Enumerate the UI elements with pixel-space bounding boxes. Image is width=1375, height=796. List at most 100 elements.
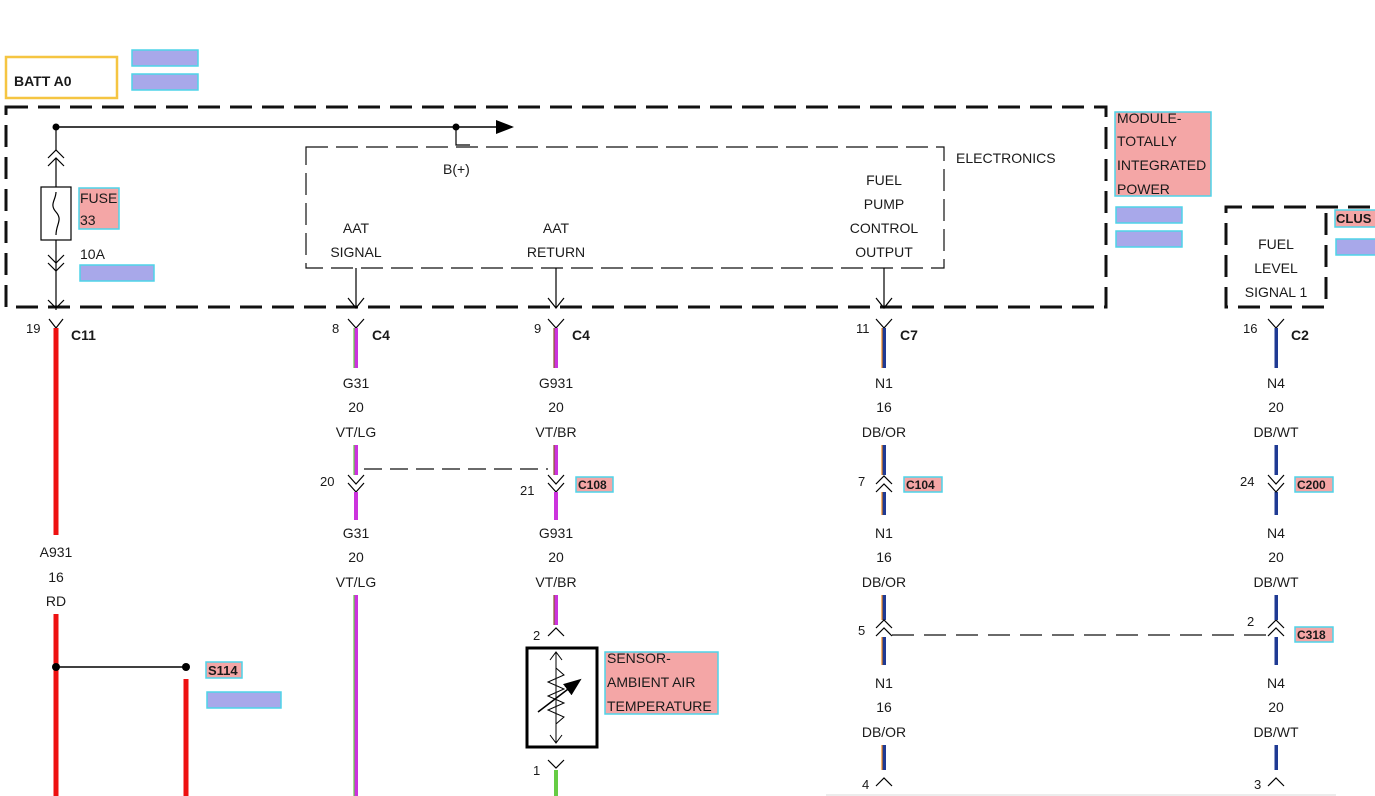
n4-bottom-pin-number: 3 bbox=[1254, 777, 1261, 792]
c11-pin: 19 bbox=[26, 321, 40, 336]
n1-2-label-1: N1 bbox=[875, 525, 893, 541]
module-name-line-3: INTEGRATED bbox=[1117, 157, 1206, 173]
n1-3-label-1: N1 bbox=[875, 675, 893, 691]
n1-1-label-2: 16 bbox=[876, 399, 892, 415]
c11-name: C11 bbox=[71, 327, 96, 343]
c104-hotspot[interactable]: C104 bbox=[903, 476, 943, 493]
sensor-pin-top bbox=[547, 627, 565, 637]
module-name-line-1: MODULE- bbox=[1117, 110, 1182, 126]
c200-name: C200 bbox=[1297, 478, 1326, 492]
wire-g931[interactable] bbox=[553, 328, 558, 625]
a931-label-1: A931 bbox=[40, 544, 73, 560]
n4-3-label-3: DB/WT bbox=[1253, 724, 1299, 740]
n1-1-label-3: DB/OR bbox=[862, 424, 906, 440]
wire-n1[interactable] bbox=[881, 328, 886, 770]
electronics-label: ELECTRONICS bbox=[956, 150, 1056, 166]
fuse-name: FUSE bbox=[80, 190, 117, 206]
c318-hotspot[interactable]: C318 bbox=[1294, 626, 1334, 643]
cluster-pin-label-3: SIGNAL 1 bbox=[1245, 284, 1308, 300]
a931-label-3: RD bbox=[46, 593, 66, 609]
aat-signal-label-1: AAT bbox=[343, 220, 370, 236]
n1-2-label-3: DB/OR bbox=[862, 574, 906, 590]
g931-1-label-3: VT/BR bbox=[535, 424, 576, 440]
c318-pin-right: 2 bbox=[1247, 614, 1254, 629]
c108-pin-left: 20 bbox=[320, 474, 334, 489]
module-link-placeholder-1[interactable] bbox=[1115, 206, 1183, 224]
sensor-name-line-3: TEMPERATURE bbox=[607, 698, 712, 714]
n4-1-label-3: DB/WT bbox=[1253, 424, 1299, 440]
module-name-hotspot[interactable]: MODULE- TOTALLY INTEGRATED POWER bbox=[1114, 110, 1212, 197]
c318-symbols bbox=[875, 619, 1285, 637]
n1-3-label-3: DB/OR bbox=[862, 724, 906, 740]
fuse-number: 33 bbox=[80, 212, 96, 228]
n4-2-label-1: N4 bbox=[1267, 525, 1285, 541]
n1-1-label-1: N1 bbox=[875, 375, 893, 391]
sensor-name-line-2: AMBIENT AIR bbox=[607, 674, 695, 690]
batt-link-placeholder-1[interactable] bbox=[131, 49, 199, 67]
sensor-body[interactable] bbox=[525, 646, 599, 749]
c7-name: C7 bbox=[900, 327, 918, 343]
c4a-pin: 8 bbox=[332, 321, 339, 336]
c108-name: C108 bbox=[578, 478, 607, 492]
aat-return-label-2: RETURN bbox=[527, 244, 585, 260]
sensor-bottom-pin-number: 1 bbox=[533, 763, 540, 778]
module-link-placeholder-2[interactable] bbox=[1115, 230, 1183, 248]
batt-link-placeholder-2[interactable] bbox=[131, 73, 199, 91]
c108-pin-right: 21 bbox=[520, 483, 534, 498]
g931-2-label-2: 20 bbox=[548, 549, 564, 565]
cluster-name-hotspot[interactable]: CLUS bbox=[1334, 209, 1375, 228]
sensor-name-hotspot[interactable]: SENSOR- AMBIENT AIR TEMPERATURE bbox=[604, 650, 719, 715]
sensor-name-line-1: SENSOR- bbox=[607, 650, 671, 666]
n4-3-label-2: 20 bbox=[1268, 699, 1284, 715]
n4-2-label-2: 20 bbox=[1268, 549, 1284, 565]
g931-1-label-2: 20 bbox=[548, 399, 564, 415]
fuse-link-placeholder[interactable] bbox=[79, 264, 155, 282]
a931-label-2: 16 bbox=[48, 569, 64, 585]
n4-2-label-3: DB/WT bbox=[1253, 574, 1299, 590]
module-name-line-2: TOTALLY bbox=[1117, 133, 1178, 149]
s114-name: S114 bbox=[208, 663, 238, 678]
c104-symbols bbox=[875, 475, 893, 493]
c200-hotspot[interactable]: C200 bbox=[1294, 476, 1334, 493]
s114-link-placeholder[interactable] bbox=[206, 691, 282, 709]
n1-bottom-pin-number: 4 bbox=[862, 777, 869, 792]
n4-3-label-1: N4 bbox=[1267, 675, 1285, 691]
c4b-pin: 9 bbox=[534, 321, 541, 336]
wire-g31[interactable] bbox=[353, 328, 358, 796]
module-outline bbox=[4, 105, 1108, 309]
fuel-pump-label-4: OUTPUT bbox=[855, 244, 913, 260]
fuse-circuit bbox=[40, 127, 72, 310]
splice-dot-left bbox=[52, 663, 60, 671]
s114-hotspot[interactable]: S114 bbox=[205, 661, 243, 679]
g31-1-label-1: G31 bbox=[343, 375, 370, 391]
bplus-drop-line bbox=[455, 127, 470, 146]
sensor-top-pin-number: 2 bbox=[533, 628, 540, 643]
c4a-name: C4 bbox=[372, 327, 390, 343]
c2-pin: 16 bbox=[1243, 321, 1257, 336]
batt-label: BATT A0 bbox=[14, 73, 72, 89]
c104-name: C104 bbox=[906, 478, 935, 492]
cluster-link-placeholder[interactable] bbox=[1335, 238, 1375, 256]
n4-1-label-2: 20 bbox=[1268, 399, 1284, 415]
cluster-pin-label-2: LEVEL bbox=[1254, 260, 1298, 276]
batt-box[interactable]: BATT A0 bbox=[4, 55, 119, 100]
internal-pin-lines bbox=[347, 268, 893, 309]
n1-bottom-pin bbox=[875, 777, 893, 787]
g31-1-label-2: 20 bbox=[348, 399, 364, 415]
n1-2-label-2: 16 bbox=[876, 549, 892, 565]
bplus-label: B(+) bbox=[443, 161, 470, 177]
g931-2-label-1: G931 bbox=[539, 525, 573, 541]
g31-1-label-3: VT/LG bbox=[336, 424, 376, 440]
splice-dot-right bbox=[182, 663, 190, 671]
wire-n4[interactable] bbox=[1273, 328, 1278, 770]
connector-symbols-top bbox=[48, 318, 1285, 329]
c108-hotspot[interactable]: C108 bbox=[575, 476, 614, 493]
g31-2-label-2: 20 bbox=[348, 549, 364, 565]
g31-2-label-1: G31 bbox=[343, 525, 370, 541]
g31-2-label-3: VT/LG bbox=[336, 574, 376, 590]
aat-return-label-1: AAT bbox=[543, 220, 570, 236]
cluster-pin-label-1: FUEL bbox=[1258, 236, 1294, 252]
g931-1-label-1: G931 bbox=[539, 375, 573, 391]
fuel-pump-label-1: FUEL bbox=[866, 172, 902, 188]
fuse-hotspot[interactable]: FUSE 33 bbox=[78, 187, 120, 230]
